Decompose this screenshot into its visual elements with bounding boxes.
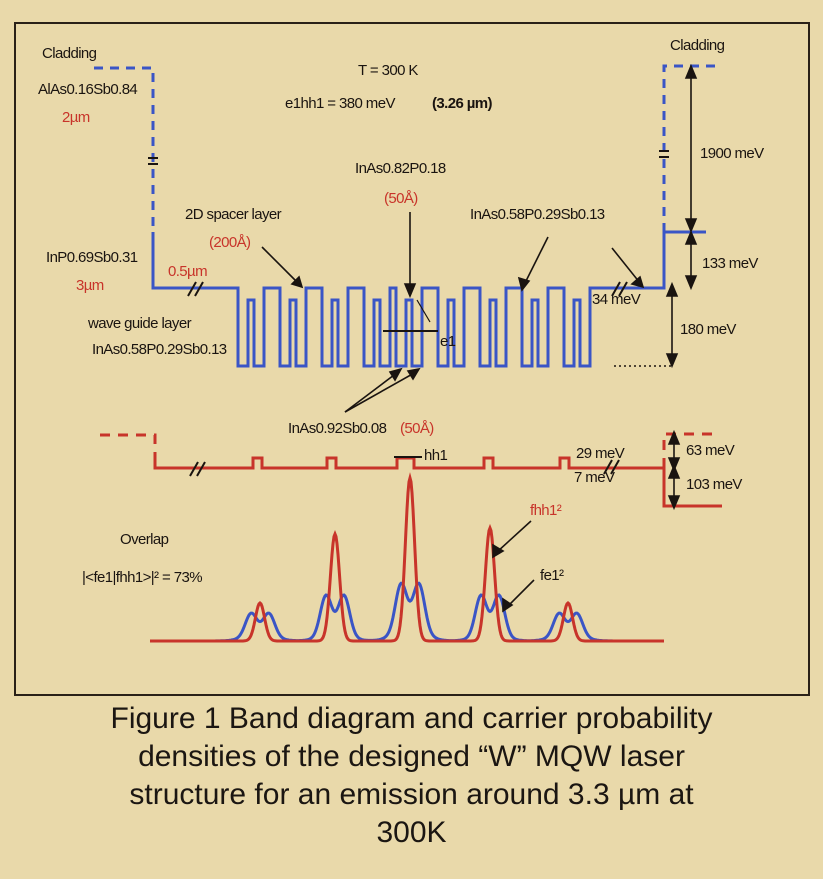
temperature-label: T = 300 K	[358, 62, 418, 79]
energy-levels	[383, 330, 438, 458]
caption-line-1: Figure 1 Band diagram and carrier probab…	[110, 702, 713, 735]
fe1-squared-label: fe1²	[540, 567, 564, 584]
left-cladding-dashed	[94, 66, 155, 232]
offset-63-label: 63 meV	[686, 442, 735, 459]
band-diagram: Cladding Cladding T = 300 K e1hh1 = 380 …	[38, 37, 765, 643]
offset-7-label: 7 meV	[574, 469, 615, 486]
hh1-level-label: hh1	[424, 447, 447, 464]
cladding-right-label: Cladding	[670, 37, 725, 54]
caption-line-4: 300K	[376, 816, 447, 849]
alassb-thickness-label: 2µm	[62, 109, 90, 126]
cladding-left-label: Cladding	[42, 45, 97, 62]
e1-level-label: e1	[440, 333, 456, 350]
offset-29-label: 29 meV	[576, 445, 625, 462]
inassb-formula-label: InAs0.92Sb0.08	[288, 420, 387, 437]
offset-180-label: 180 meV	[680, 321, 736, 338]
dimension-arrows	[614, 63, 698, 511]
inpsb-thickness-label: 3µm	[76, 277, 104, 294]
break-marks	[148, 150, 669, 477]
transition-wavelength-label: (3.26 µm)	[432, 95, 493, 112]
inaspsb-formula-label: InAs0.58P0.29Sb0.13	[470, 206, 605, 223]
inasp-formula-label: InAs0.82P0.18	[355, 160, 446, 177]
overlap-title-label: Overlap	[120, 531, 169, 548]
inpsb-formula-label: InP0.69Sb0.31	[46, 249, 138, 266]
spacer-thickness-label: (200Å)	[209, 234, 251, 251]
probability-densities	[150, 472, 664, 643]
figure-caption: Figure 1 Band diagram and carrier probab…	[0, 700, 823, 852]
offset-1900-label: 1900 meV	[700, 145, 764, 162]
waveguide-title-label: wave guide layer	[87, 315, 192, 332]
inasp-thickness-label: (50Å)	[384, 190, 418, 207]
caption-line-2: densities of the designed “W” MQW laser	[138, 740, 685, 773]
fhh1-squared-label: fhh1²	[530, 502, 562, 519]
pointer-arrows	[261, 212, 645, 613]
offset-103-label: 103 meV	[686, 476, 742, 493]
valence-band-profile	[153, 456, 722, 508]
offset-34-label: 34 meV	[592, 291, 641, 308]
offset-133-label: 133 meV	[702, 255, 758, 272]
conduction-band-profile	[151, 230, 706, 368]
fe1-squared-curve	[150, 581, 664, 643]
alassb-formula-label: AlAs0.16Sb0.84	[38, 81, 137, 98]
conduction-band	[94, 64, 720, 368]
fhh1-squared-curve	[150, 472, 664, 643]
inassb-thickness-label: (50Å)	[400, 420, 434, 437]
figure-frame	[14, 22, 810, 696]
right-cladding-dashed	[662, 64, 720, 232]
overlap-value-label: |<fe1|fhh1>|² = 73%	[82, 569, 202, 586]
transition-energy-label: e1hh1 = 380 meV	[285, 95, 395, 112]
guide-thickness-label: 0.5µm	[168, 263, 207, 280]
waveguide-formula-label: InAs0.58P0.29Sb0.13	[92, 341, 227, 358]
caption-line-3: structure for an emission around 3.3 µm …	[129, 778, 694, 811]
spacer-title-label: 2D spacer layer	[185, 206, 282, 223]
left-valence-dashed	[100, 433, 157, 462]
